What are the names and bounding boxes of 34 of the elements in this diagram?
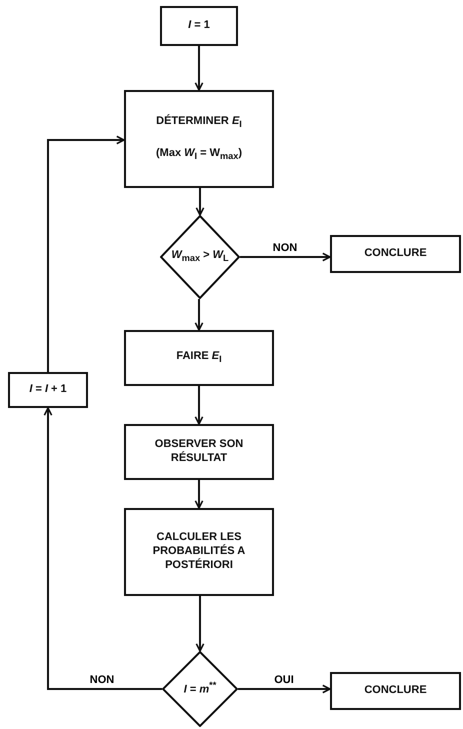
arrow: [238, 684, 331, 694]
arrow: [194, 386, 204, 425]
decision-diamond: [160, 215, 240, 299]
arrow: [194, 480, 204, 509]
box-text: I = 1: [188, 19, 210, 33]
process-box: [124, 424, 274, 480]
box-text: I = m$^{**}$: [184, 680, 216, 698]
process-box: [124, 90, 274, 188]
arrow: [196, 596, 204, 652]
arrow: [194, 299, 204, 331]
box-text: I = I + 1: [29, 383, 67, 397]
arrow: [47, 136, 125, 372]
process-box: [124, 330, 274, 386]
arrow: [194, 46, 204, 91]
process-box: [8, 372, 88, 408]
process-box: [330, 235, 461, 273]
box-text: CONCLURE: [364, 684, 427, 698]
process-box: [160, 6, 238, 46]
box-text: DÉTERMINER E$_{I}$: [156, 115, 242, 131]
arrow: [44, 407, 162, 690]
edge-label: OUI: [273, 674, 295, 686]
box-text: CALCULER LES PROBABILITÉS A POSTÉRIORI: [152, 531, 246, 573]
decision-diamond: [162, 651, 238, 727]
process-box: [124, 508, 274, 596]
process-box: [330, 672, 461, 710]
box-text: W$_{max}$ > W$_{L}$: [171, 249, 229, 265]
edge-label: NON: [272, 242, 298, 254]
arrow: [196, 188, 204, 216]
box-text: CONCLURE: [364, 247, 427, 261]
box-text: FAIRE E$_{I}$: [176, 350, 222, 366]
edge-label: NON: [88, 674, 116, 686]
box-text: OBSERVER SON RÉSULTAT: [154, 438, 244, 466]
box-text: (Max W$_{I}$ = W$_{max}$): [156, 147, 242, 163]
arrow: [240, 252, 331, 262]
